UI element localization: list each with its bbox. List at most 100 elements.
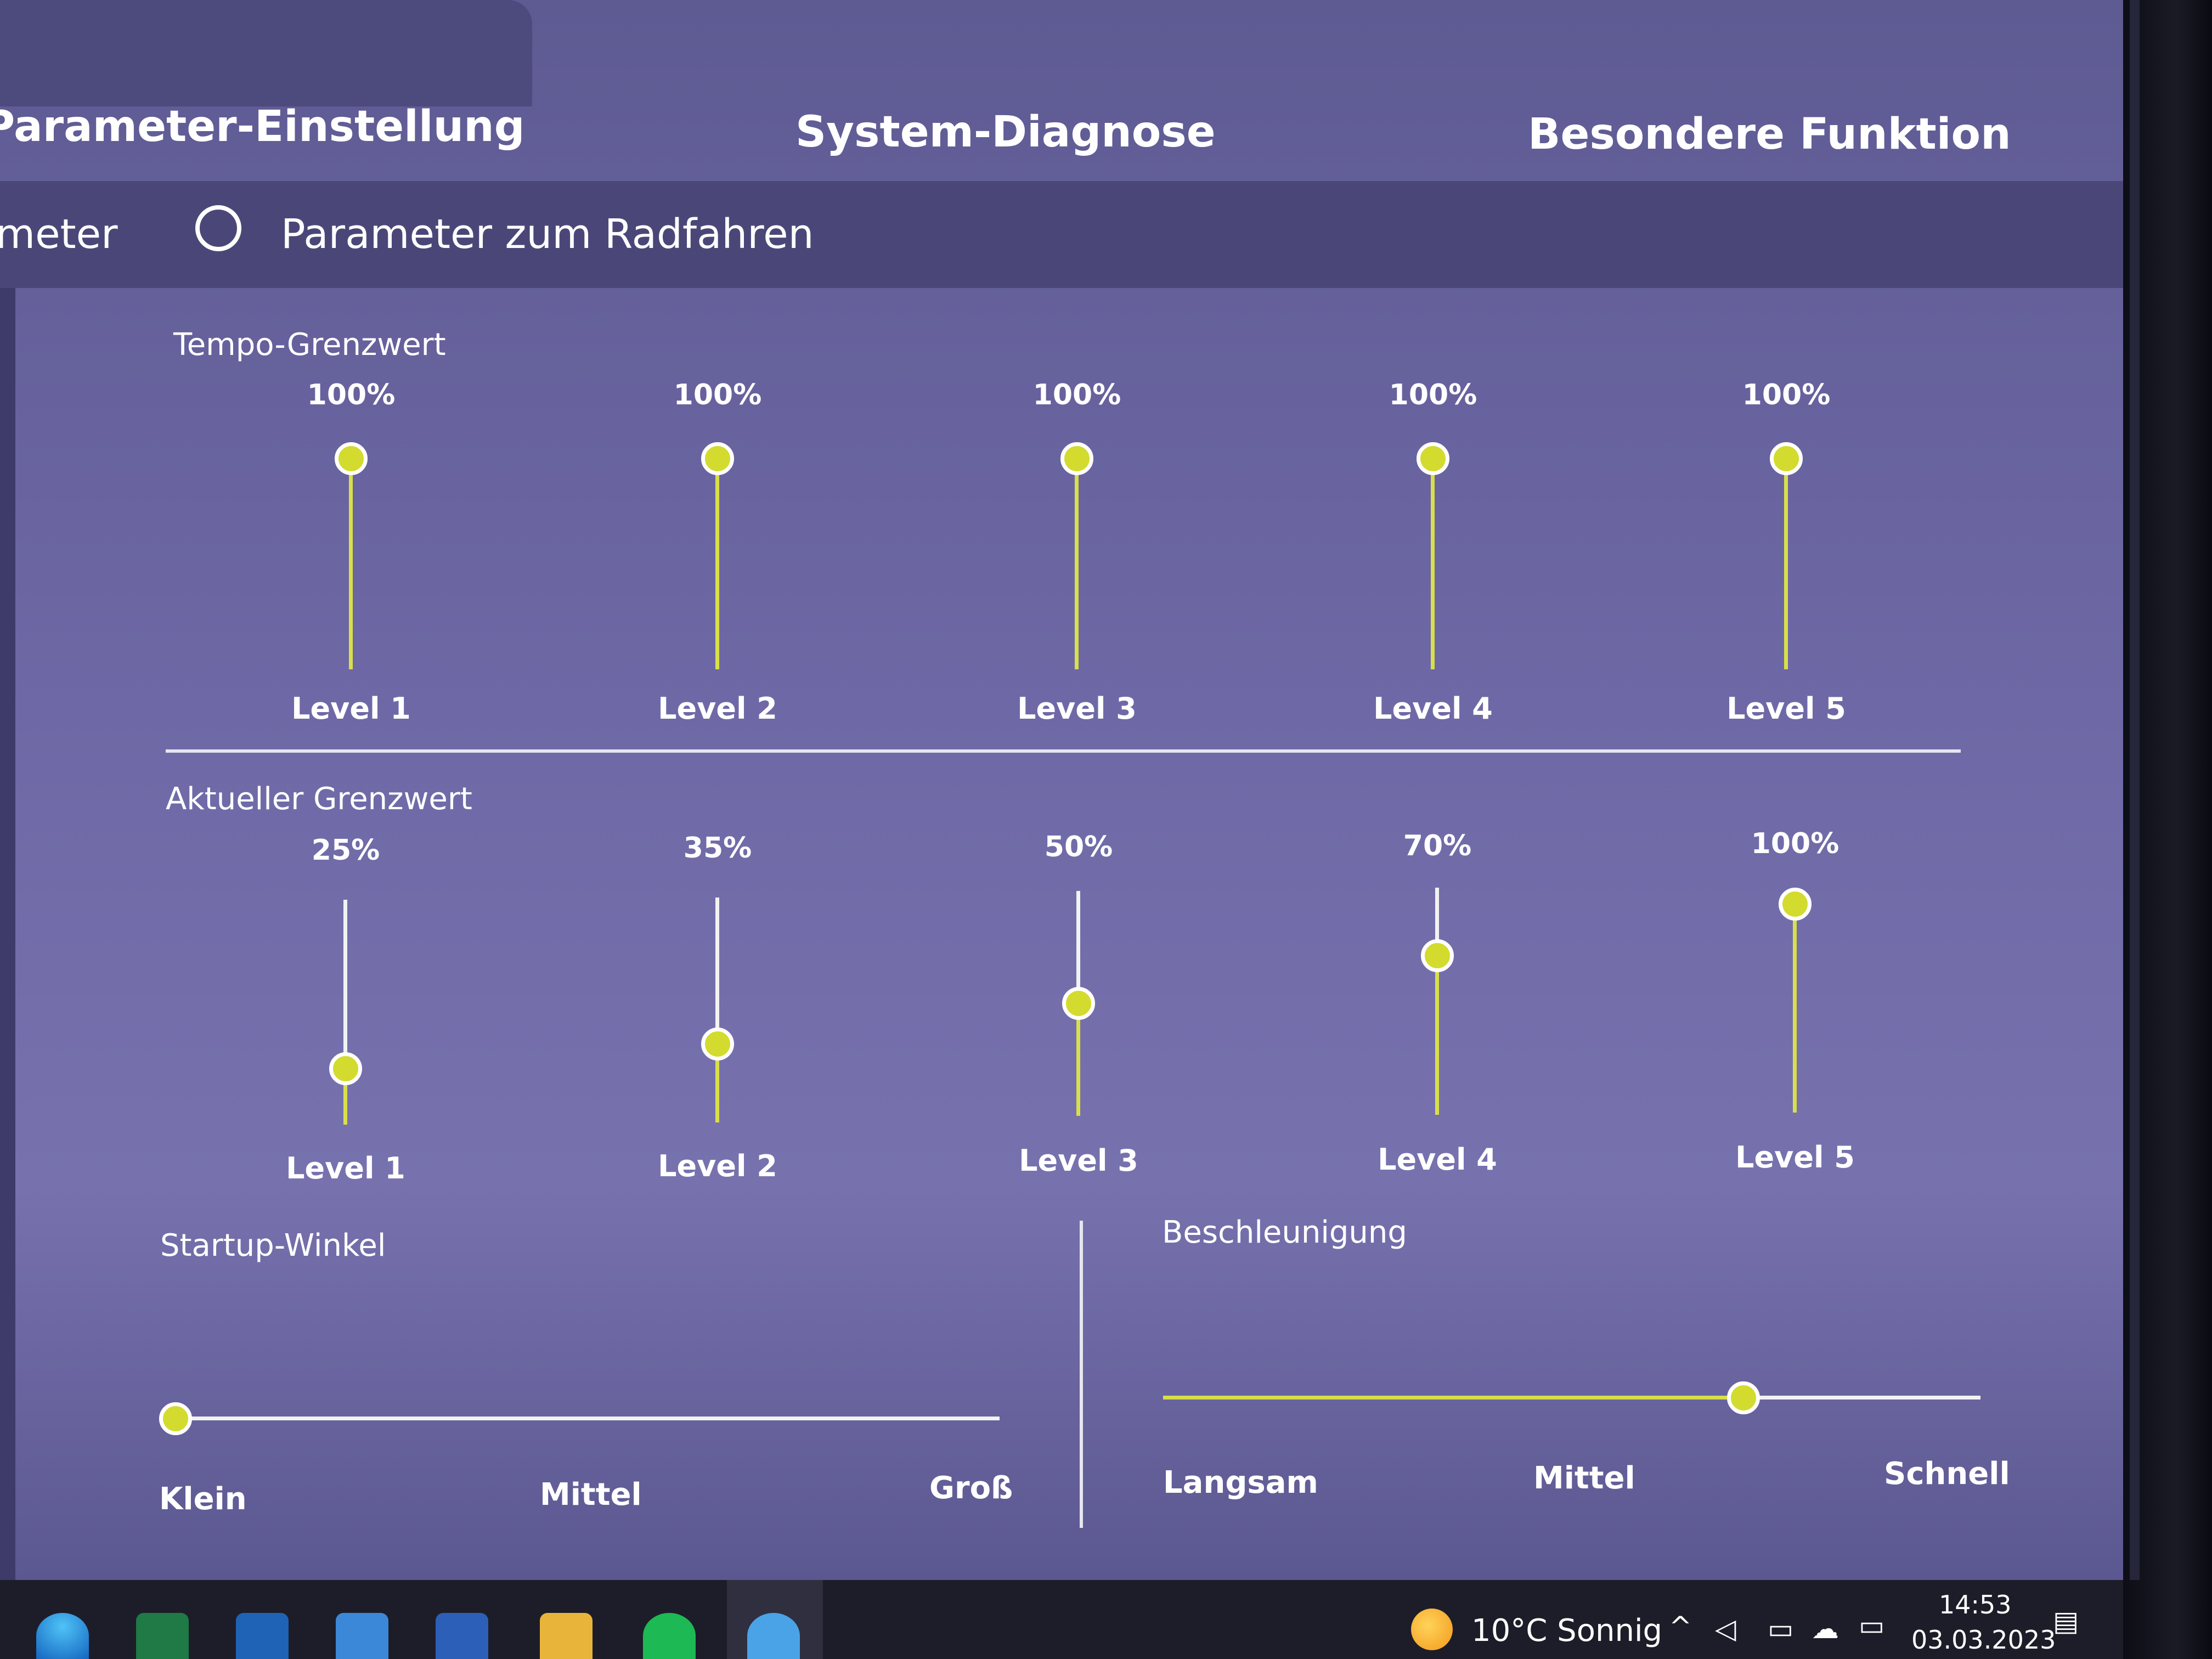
edge-icon[interactable] xyxy=(36,1613,89,1659)
slider-thumb[interactable] xyxy=(1062,987,1095,1020)
startup-label-mittel: Mittel xyxy=(540,1477,642,1513)
active-tab-background xyxy=(0,0,532,106)
slider-fill xyxy=(1784,459,1788,669)
slider-level-label: Level 5 xyxy=(1735,1140,1855,1175)
slider-fill xyxy=(1431,459,1435,669)
slider-level-label: Level 4 xyxy=(1373,691,1493,726)
slider-thumb[interactable] xyxy=(701,1027,734,1060)
tempo-slider-level-3[interactable]: 100% Level 3 xyxy=(995,379,1159,735)
monitor-edge xyxy=(2130,0,2140,1580)
remote-icon[interactable] xyxy=(747,1613,800,1659)
startup-label-klein: Klein xyxy=(159,1481,247,1517)
speaker-muted-icon[interactable]: ◁ xyxy=(1715,1613,1736,1645)
tab-system-diagnose[interactable]: System-Diagnose xyxy=(795,108,1216,157)
clock-date[interactable]: 03.03.2023 xyxy=(1911,1625,2056,1655)
slider-fill xyxy=(349,459,353,669)
slider-level-label: Level 1 xyxy=(286,1151,405,1186)
slider-value: 25% xyxy=(311,834,380,867)
tempo-slider-level-4[interactable]: 100% Level 4 xyxy=(1351,379,1515,735)
outlook-icon[interactable] xyxy=(236,1613,289,1659)
meet-icon[interactable]: ▭ xyxy=(1768,1613,1794,1645)
section-title-startup-winkel: Startup-Winkel xyxy=(160,1228,386,1263)
slider-thumb[interactable] xyxy=(701,442,734,475)
slider-value: 35% xyxy=(683,832,752,865)
cloud-icon[interactable]: ☁ xyxy=(1812,1613,1839,1645)
slider-fill xyxy=(1075,459,1079,669)
slider-level-label: Level 1 xyxy=(291,691,411,726)
radio-label-radfahren[interactable]: Parameter zum Radfahren xyxy=(281,211,814,258)
sub-option-bar xyxy=(0,181,2123,288)
left-panel-edge xyxy=(0,288,15,1580)
tempo-slider-level-5[interactable]: 100% Level 5 xyxy=(1704,379,1869,735)
section-title-aktueller-grenzwert: Aktueller Grenzwert xyxy=(166,781,472,817)
taskbar xyxy=(0,1580,2123,1659)
slider-thumb[interactable] xyxy=(1417,442,1449,475)
aktuell-slider-level-1[interactable]: 25% Level 1 xyxy=(263,834,428,1195)
slider-thumb[interactable] xyxy=(1421,939,1454,973)
spotify-icon[interactable] xyxy=(643,1613,696,1659)
slider-level-label: Level 2 xyxy=(658,691,777,726)
slider-thumb[interactable] xyxy=(1060,442,1093,475)
vertical-divider xyxy=(1080,1221,1083,1528)
slider-value: 100% xyxy=(1742,379,1831,411)
files-icon[interactable] xyxy=(540,1613,592,1659)
tempo-slider-level-1[interactable]: 100% Level 1 xyxy=(269,379,433,735)
slider-level-label: Level 3 xyxy=(1017,691,1137,726)
beschleunigung-slider[interactable] xyxy=(1163,1381,1980,1414)
slider-value: 100% xyxy=(1751,827,1839,860)
network-icon[interactable]: ▭ xyxy=(1859,1610,1885,1641)
slider-value: 100% xyxy=(307,379,396,411)
slider-fill xyxy=(1435,956,1439,1115)
slider-value: 100% xyxy=(1389,379,1477,411)
slider-thumb[interactable] xyxy=(1726,1381,1760,1414)
section-title-tempo-grenzwert: Tempo-Grenzwert xyxy=(173,327,446,363)
chevron-up-icon[interactable]: ^ xyxy=(1669,1611,1692,1643)
section-title-beschleunigung: Beschleunigung xyxy=(1162,1215,1407,1250)
weather-sun-icon[interactable] xyxy=(1411,1609,1453,1650)
slider-thumb[interactable] xyxy=(335,442,368,475)
beschl-label-mittel: Mittel xyxy=(1533,1460,1635,1496)
slider-level-label: Level 4 xyxy=(1378,1142,1497,1177)
startup-label-gross: Groß xyxy=(929,1470,1013,1506)
aktuell-slider-level-4[interactable]: 70% Level 4 xyxy=(1355,830,1520,1186)
slider-fill xyxy=(715,459,719,669)
section-divider xyxy=(166,749,1961,753)
notification-icon[interactable]: ▤ xyxy=(2053,1605,2079,1637)
sub-option-parameter[interactable]: meter xyxy=(0,211,118,258)
slider-level-label: Level 2 xyxy=(658,1149,777,1183)
slider-fill xyxy=(1163,1396,1743,1400)
beschl-label-langsam: Langsam xyxy=(1163,1465,1318,1500)
excel-icon[interactable] xyxy=(136,1613,189,1659)
startup-winkel-slider[interactable] xyxy=(159,1402,1000,1435)
slider-thumb[interactable] xyxy=(1770,442,1803,475)
mail-icon[interactable] xyxy=(336,1613,388,1659)
beschl-label-schnell: Schnell xyxy=(1884,1456,2010,1492)
slider-thumb[interactable] xyxy=(1779,888,1812,921)
slider-value: 100% xyxy=(673,379,762,411)
tab-bar: Parameter-Einstellung System-Diagnose Be… xyxy=(0,0,2123,181)
slider-track xyxy=(343,900,347,1125)
aktuell-slider-level-2[interactable]: 35% Level 2 xyxy=(635,832,800,1193)
tempo-slider-level-2[interactable]: 100% Level 2 xyxy=(635,379,800,735)
slider-fill xyxy=(1076,1003,1080,1116)
slider-fill xyxy=(715,1043,719,1122)
aktuell-slider-level-3[interactable]: 50% Level 3 xyxy=(996,831,1161,1187)
slider-track xyxy=(715,898,719,1122)
slider-value: 100% xyxy=(1032,379,1121,411)
slider-thumb[interactable] xyxy=(159,1402,192,1435)
clock-time[interactable]: 14:53 xyxy=(1939,1590,2012,1620)
slider-track xyxy=(176,1417,1000,1420)
weather-text[interactable]: 10°C Sonnig xyxy=(1471,1613,1663,1649)
slider-fill xyxy=(343,1068,347,1125)
word-icon[interactable] xyxy=(436,1613,488,1659)
tab-parameter-einstellung[interactable]: Parameter-Einstellung xyxy=(0,102,525,151)
slider-level-label: Level 3 xyxy=(1019,1143,1138,1178)
radio-button-radfahren[interactable] xyxy=(195,205,241,251)
aktuell-slider-level-5[interactable]: 100% Level 5 xyxy=(1713,827,1877,1184)
tab-besondere-funktion[interactable]: Besondere Funktion xyxy=(1528,110,2011,159)
slider-value: 70% xyxy=(1403,830,1472,862)
slider-level-label: Level 5 xyxy=(1726,691,1846,726)
slider-fill xyxy=(1793,904,1797,1113)
slider-thumb[interactable] xyxy=(329,1052,362,1085)
slider-value: 50% xyxy=(1044,831,1113,864)
